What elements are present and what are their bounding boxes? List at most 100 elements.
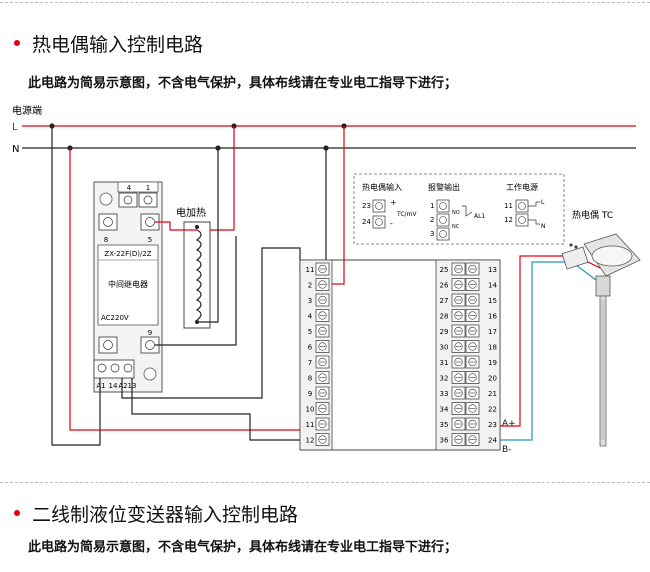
terminal-left-3: 3 <box>308 293 330 307</box>
relay: 4 1 8 5 ZX-22F(D)/2Z 中间继电器 AC220V 9 A <box>93 181 163 393</box>
terminal-left-6: 6 <box>308 340 330 353</box>
thermocouple-label: 热电偶 TC <box>572 209 613 221</box>
terminal-left-7: 7 <box>308 355 330 369</box>
legend-no: NO <box>452 210 460 216</box>
mount-hole-bottom <box>143 367 157 381</box>
bullet-dot-icon <box>14 39 20 46</box>
terminal-left-8: 8 <box>308 371 330 384</box>
terminal-mid-2: 26 <box>440 278 466 291</box>
terminal-right-2: 14 <box>465 278 497 291</box>
terminal-label: 20 <box>488 375 497 383</box>
section-1-title: 热电偶输入控制电路 <box>32 34 204 56</box>
terminal-mid-8: 32 <box>440 371 466 384</box>
wire-a-label: A+ <box>502 419 516 429</box>
terminal-label: 8 <box>308 375 312 383</box>
wiring-diagram: 电源端 L N 4 1 8 5 ZX-22F(D)/2Z 中间继电器 AC22 <box>12 104 641 455</box>
terminal-label: 17 <box>488 328 497 336</box>
terminal-mid-6: 30 <box>440 340 466 353</box>
relay-name: 中间继电器 <box>108 279 148 289</box>
relay-pin-9: 9 <box>148 329 152 337</box>
terminal-label: 3 <box>308 297 312 305</box>
terminal-label: 13 <box>488 266 497 274</box>
terminal-legend: 热电偶输入 报警输出 工作电源 23 24 + - TC/mV 1 2 3 NO… <box>353 173 565 245</box>
terminal-mid-10: 34 <box>440 402 466 415</box>
terminal-right-6: 18 <box>465 340 497 353</box>
legend-minus: - <box>390 219 393 228</box>
relay-pin-a1: A1 <box>96 382 105 390</box>
power-label: 电源端 <box>12 104 42 117</box>
terminal-label: 26 <box>440 282 449 290</box>
terminal-left-9: 9 <box>308 386 330 400</box>
terminal-mid-7: 31 <box>440 355 466 369</box>
terminal-label: 27 <box>440 297 449 305</box>
relay-pin-8: 8 <box>104 236 108 244</box>
terminal-mid-4: 28 <box>440 309 466 322</box>
legend-pin-2: 2 <box>430 216 434 224</box>
section-divider <box>0 482 650 483</box>
relay-model: ZX-22F(D)/2Z <box>104 250 151 258</box>
terminal-label: 4 <box>308 313 313 321</box>
terminal-right-7: 19 <box>465 355 497 369</box>
terminal-right-12: 24 <box>465 433 497 446</box>
terminal-label: 30 <box>440 344 449 352</box>
relay-voltage: AC220V <box>101 314 129 322</box>
terminal-right-3: 15 <box>465 293 497 307</box>
legend-plus: + <box>390 198 397 207</box>
legend-alarm-tag: AL1 <box>474 213 485 220</box>
terminal-right-8: 20 <box>465 371 497 384</box>
thermocouple-probe-icon <box>561 233 641 447</box>
legend-pin-12: 12 <box>504 216 513 224</box>
legend-pin-11: 11 <box>504 202 513 210</box>
terminal-right-10: 22 <box>465 402 497 415</box>
terminal-left-11: 11 <box>306 417 330 431</box>
legend-tc-unit: TC/mV <box>396 211 417 218</box>
legend-power: 工作电源 <box>506 182 538 192</box>
terminal-label: 19 <box>488 359 497 367</box>
section-1-heading: 热电偶输入控制电路 <box>14 30 203 57</box>
terminal-label: 34 <box>440 406 449 414</box>
wire-b-label: B- <box>502 445 511 455</box>
terminal-mid-1: 25 <box>440 262 466 276</box>
terminal-left-2: 2 <box>308 278 330 291</box>
relay-pin-1: 1 <box>146 184 150 192</box>
mount-hole-top <box>99 192 113 206</box>
terminal-left-4: 4 <box>308 309 330 322</box>
legend-l: L <box>541 199 545 206</box>
heater-label: 电加热 <box>176 206 206 219</box>
terminal-left-5: 5 <box>308 324 330 338</box>
top-divider <box>0 2 650 3</box>
legend-tc-input: 热电偶输入 <box>362 182 402 192</box>
relay-label-panel <box>97 244 159 326</box>
terminal-label: 15 <box>488 297 497 305</box>
terminal-mid-9: 33 <box>440 386 466 400</box>
terminal-label: 33 <box>440 390 449 398</box>
terminal-label: 18 <box>488 344 497 352</box>
terminal-right-1: 13 <box>465 262 497 276</box>
relay-pin-a2: A2 <box>118 382 127 390</box>
relay-pin-4: 4 <box>127 184 132 192</box>
terminal-label: 14 <box>488 282 497 290</box>
terminal-label: 16 <box>488 313 497 321</box>
relay-pin-5: 5 <box>148 236 152 244</box>
terminal-right-4: 16 <box>465 309 497 322</box>
terminal-label: 31 <box>440 359 449 367</box>
legend-pin-23: 23 <box>362 202 371 210</box>
junction-dots <box>49 123 347 151</box>
terminal-label: 10 <box>306 406 315 414</box>
legend-pin-3: 3 <box>430 230 434 238</box>
terminal-left-1: 11 <box>306 262 330 276</box>
terminal-label: 2 <box>308 282 312 290</box>
section-2-heading: 二线制液位变送器输入控制电路 <box>14 500 298 527</box>
terminal-label: 5 <box>308 328 312 336</box>
terminal-label: 23 <box>488 421 497 429</box>
line-l-label: L <box>12 122 18 133</box>
terminal-label: 6 <box>308 344 313 352</box>
legend-nc: NC <box>452 224 460 230</box>
legend-alarm-output: 报警输出 <box>428 182 460 192</box>
terminal-mid-11: 35 <box>440 417 466 431</box>
terminal-label: 22 <box>488 406 497 414</box>
